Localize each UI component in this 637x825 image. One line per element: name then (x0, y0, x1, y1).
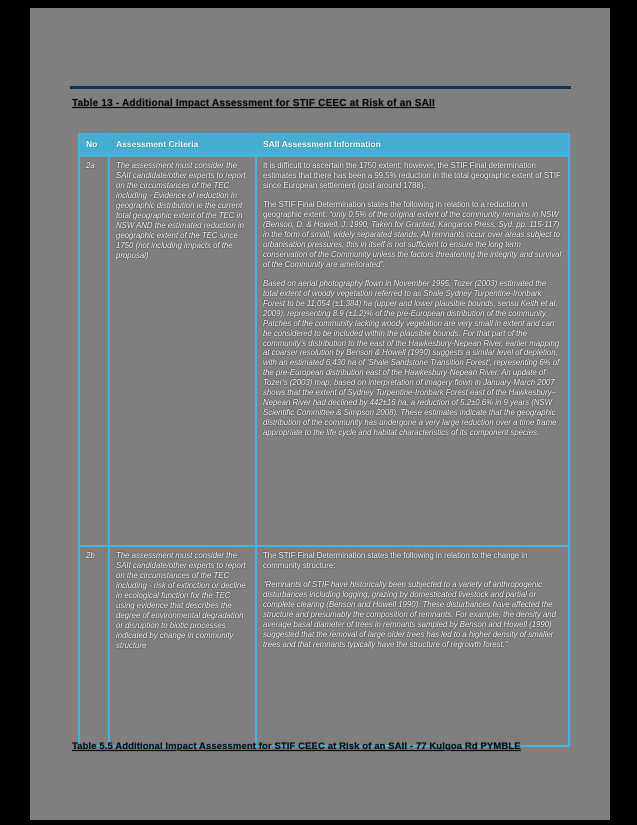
info-paragraph: “Remnants of STIF have historically been… (263, 580, 562, 650)
info-paragraph: The STIF Final Determination states the … (263, 200, 562, 270)
info-paragraph: Based on aerial photography flown in Nov… (263, 279, 562, 439)
quoted-text: Based on aerial photography flown in Nov… (263, 278, 560, 438)
horizontal-rule (70, 86, 571, 89)
statement-text: It is difficult to ascertain the 1750 ex… (263, 161, 561, 190)
statement-text: The STIF Final Determination states the … (263, 199, 528, 219)
info-paragraph: It is difficult to ascertain the 1750 ex… (263, 161, 562, 191)
header-cell-assessment-criteria: Assessment Criteria (108, 133, 257, 157)
assessment-table: No Assessment Criteria SAII Assessment I… (78, 133, 570, 747)
quoted-text: “only 0.5% of the original extent of the… (263, 209, 562, 269)
statement-text: The STIF Final Determination states the … (263, 551, 528, 570)
assessment-criteria-cell: The assessment must consider the SAII ca… (108, 155, 257, 547)
header-cell-no: No (78, 133, 110, 157)
table-header-row: No Assessment Criteria SAII Assessment I… (78, 133, 570, 157)
document-page: Table 13 - Additional Impact Assessment … (30, 8, 610, 820)
row-number-cell: 2b (78, 545, 110, 747)
row-number-cell: 2a (78, 155, 110, 547)
saii-assessment-information-cell: The STIF Final Determination states the … (255, 545, 570, 747)
table-title: Table 13 - Additional Impact Assessment … (72, 98, 435, 109)
assessment-criteria-cell: The assessment must consider the SAII ca… (108, 545, 257, 747)
saii-assessment-information-cell: It is difficult to ascertain the 1750 ex… (255, 155, 570, 547)
table-caption: Table 5.5 Additional Impact Assessment f… (72, 741, 521, 752)
info-paragraph: The STIF Final Determination states the … (263, 551, 562, 571)
quoted-text: “Remnants of STIF have historically been… (263, 579, 556, 649)
header-cell-saii-assessment-information: SAII Assessment Information (255, 133, 570, 157)
